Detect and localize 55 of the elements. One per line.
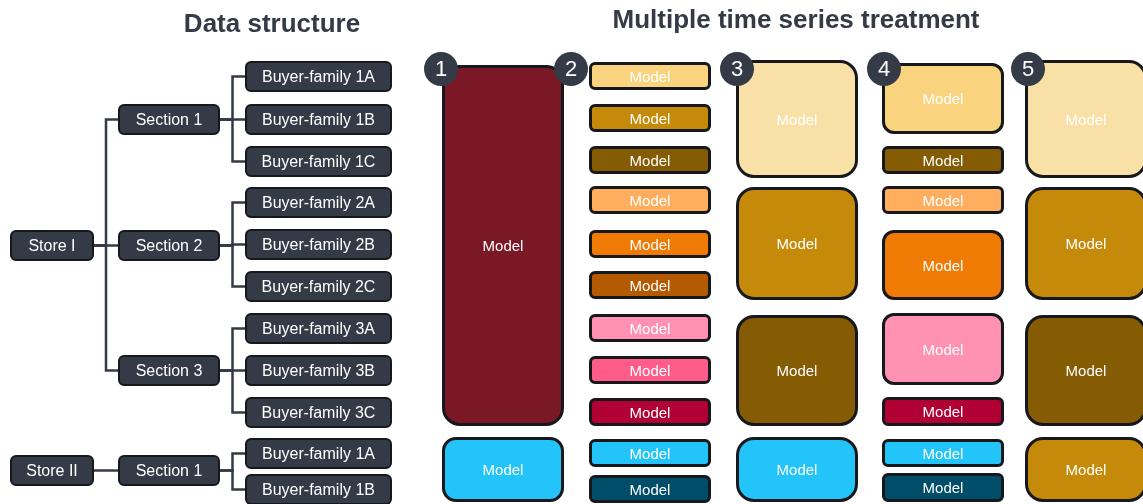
- model-block: Model: [882, 313, 1004, 385]
- step-number-badge: 1: [424, 52, 458, 86]
- hierarchy-node: Buyer-family 3A: [245, 313, 392, 344]
- section-heading: Multiple time series treatment: [612, 4, 980, 35]
- hierarchy-node: Buyer-family 3B: [245, 355, 392, 386]
- section-heading: Data structure: [183, 8, 361, 39]
- model-block: Model: [589, 186, 711, 214]
- step-number-badge: 3: [720, 52, 754, 86]
- model-block: Model: [882, 186, 1004, 214]
- hierarchy-node: Section 1: [118, 455, 220, 486]
- model-block: Model: [589, 398, 711, 426]
- model-block: Model: [882, 473, 1004, 502]
- model-block: Model: [589, 271, 711, 299]
- hierarchy-node: Section 1: [118, 104, 220, 135]
- hierarchy-node: Buyer-family 2A: [245, 187, 392, 218]
- hierarchy-node: Buyer-family 2B: [245, 229, 392, 260]
- hierarchy-node: Buyer-family 1B: [245, 104, 392, 135]
- connector-line: [220, 244, 245, 288]
- model-block: Model: [589, 475, 711, 503]
- model-block: Model: [589, 314, 711, 342]
- model-block: Model: [882, 439, 1004, 467]
- model-block: Model: [736, 315, 858, 426]
- hierarchy-node: Buyer-family 1C: [245, 146, 392, 177]
- model-block: Model: [589, 62, 711, 90]
- hierarchy-node: Store I: [10, 230, 94, 261]
- model-block: Model: [589, 230, 711, 258]
- step-number-badge: 5: [1011, 52, 1045, 86]
- model-block: Model: [882, 146, 1004, 174]
- hierarchy-node: Buyer-family 1B: [245, 474, 392, 504]
- hierarchy-node: Section 2: [118, 230, 220, 261]
- model-block: Model: [442, 437, 564, 502]
- hierarchy-node: Buyer-family 1A: [245, 61, 392, 92]
- model-block: Model: [1025, 315, 1143, 426]
- model-block: Model: [882, 397, 1004, 426]
- hierarchy-node: Buyer-family 2C: [245, 271, 392, 302]
- model-block: Model: [589, 146, 711, 174]
- connector-line: [220, 469, 245, 491]
- model-block: Model: [736, 437, 858, 502]
- model-block: Model: [589, 356, 711, 384]
- hierarchy-node: Store II: [10, 455, 94, 486]
- model-block: Model: [1025, 437, 1143, 502]
- step-number-badge: 2: [554, 52, 588, 86]
- hierarchy-node: Section 3: [118, 355, 220, 386]
- model-block: Model: [1025, 187, 1143, 300]
- connector-line: [94, 469, 118, 472]
- model-block: Model: [882, 230, 1004, 300]
- model-block: Model: [589, 104, 711, 132]
- step-number-badge: 4: [867, 52, 901, 86]
- hierarchy-node: Buyer-family 3C: [245, 397, 392, 428]
- connector-line: [220, 369, 245, 414]
- connector-line: [220, 118, 245, 163]
- model-block: Model: [589, 439, 711, 467]
- hierarchy-node: Buyer-family 1A: [245, 438, 392, 469]
- model-block: Model: [736, 187, 858, 300]
- connector-line: [94, 244, 118, 372]
